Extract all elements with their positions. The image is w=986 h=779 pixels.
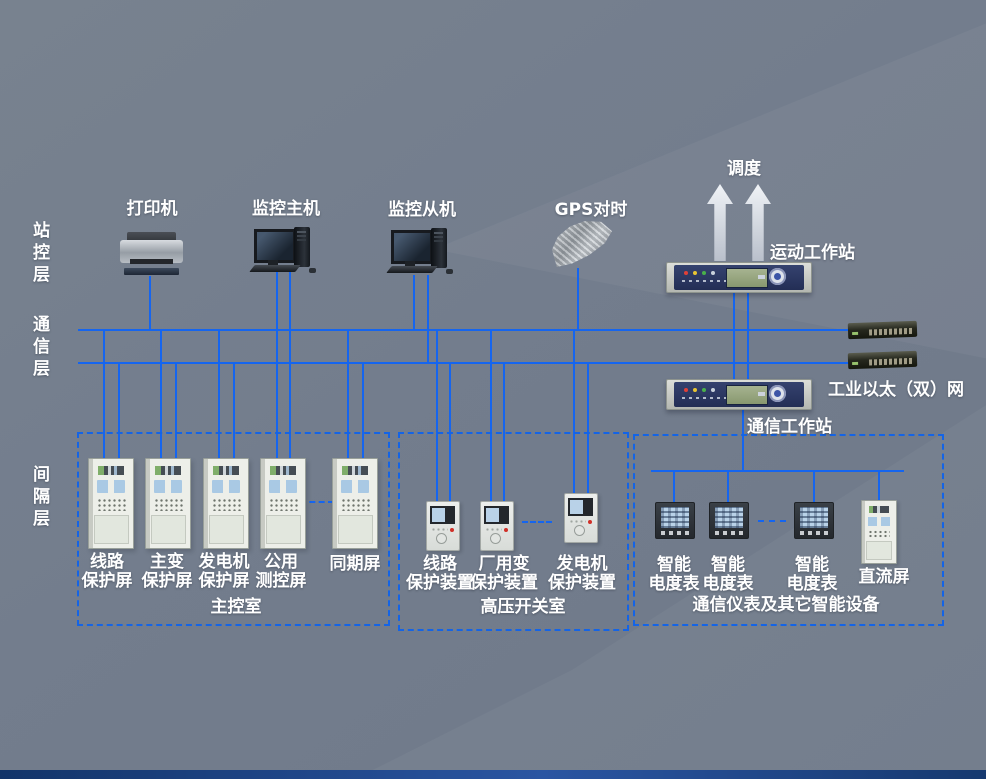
network-line — [103, 331, 105, 458]
network-line — [427, 275, 429, 364]
meter-label: 智能电度表 — [702, 555, 754, 594]
network-line — [233, 364, 235, 458]
up-arrow-icon — [707, 184, 733, 261]
scada-standby-label: 监控从机 — [388, 200, 456, 220]
meter-bus — [651, 470, 904, 472]
network-line — [733, 291, 735, 381]
network-line — [742, 409, 744, 471]
room-caption-hv-switch: 高压开关室 — [480, 597, 566, 617]
cabinet-label: 发电机保护屏 — [198, 552, 250, 591]
room-box-hv-switch — [398, 432, 629, 631]
network-line — [276, 271, 278, 364]
dispatch-label: 调度 — [727, 159, 761, 179]
relay-label: 线路保护装置 — [406, 554, 474, 593]
protection-relay-icon — [426, 501, 460, 551]
protection-cabinet-icon — [203, 458, 249, 549]
industrial-ethernet-label: 工业以太（双）网 — [828, 380, 964, 400]
network-line — [362, 364, 364, 458]
protection-relay-icon — [480, 501, 514, 551]
network-line — [436, 331, 438, 502]
network-line — [175, 364, 177, 458]
comm-workstation-icon — [666, 379, 812, 410]
room-caption-smart-devices: 通信仪表及其它智能设备 — [692, 595, 880, 615]
smart-meter-icon — [655, 502, 695, 539]
network-line — [878, 471, 880, 501]
room-box-smart-devices — [633, 434, 944, 626]
ethernet-bus-b — [78, 362, 852, 364]
dashed-connector — [758, 520, 786, 522]
network-line — [218, 331, 220, 458]
desktop-computer-icon — [386, 228, 455, 276]
ethernet-switch-icon — [847, 350, 918, 370]
network-line — [413, 275, 415, 331]
dashed-connector — [522, 521, 552, 523]
ethernet-switch-icon — [847, 320, 918, 340]
up-arrow-icon — [745, 184, 771, 261]
protection-cabinet-icon — [332, 458, 378, 549]
network-line — [577, 268, 579, 331]
telecontrol-station-label: 运动工作站 — [770, 243, 855, 263]
meter-label: 智能电度表 — [786, 555, 838, 594]
network-line — [347, 331, 349, 458]
printer-label: 打印机 — [126, 199, 178, 219]
relay-label: 厂用变保护装置 — [470, 554, 538, 593]
network-line — [160, 331, 162, 458]
network-line — [673, 471, 675, 503]
layer-label-bay: 间隔层 — [29, 465, 49, 531]
comm-station-label: 通信工作站 — [747, 417, 832, 437]
network-line — [747, 291, 749, 381]
protection-cabinet-icon — [260, 458, 306, 549]
smart-meter-icon — [709, 502, 749, 539]
meter-label: 智能电度表 — [648, 555, 700, 594]
dashed-connector — [300, 501, 334, 503]
protection-cabinet-icon — [88, 458, 134, 549]
relay-label: 发电机保护装置 — [548, 554, 616, 593]
network-line — [149, 276, 151, 331]
smart-meter-icon — [794, 502, 834, 539]
cabinet-label: 线路保护屏 — [81, 552, 133, 591]
desktop-computer-icon — [249, 227, 318, 275]
network-line — [289, 331, 291, 458]
telecontrol-workstation-icon — [666, 262, 812, 293]
network-line — [276, 364, 278, 458]
network-line — [118, 364, 120, 458]
gps-label: GPS对时 — [554, 200, 628, 220]
layer-label-station: 站控层 — [29, 221, 49, 287]
satellite-dish-icon — [552, 221, 612, 267]
room-caption-main-control: 主控室 — [210, 597, 262, 617]
network-line — [289, 271, 291, 331]
scada-host-label: 监控主机 — [252, 199, 320, 219]
cabinet-label: 同期屏 — [329, 554, 381, 574]
network-line — [587, 364, 589, 494]
cabinet-label: 主变保护屏 — [141, 552, 193, 591]
dc-screen-cabinet-icon — [861, 500, 897, 564]
cabinet-label: 公用测控屏 — [255, 552, 307, 591]
network-line — [490, 331, 492, 502]
network-line — [813, 471, 815, 503]
bottom-bar — [0, 770, 986, 779]
ethernet-bus-a — [78, 329, 852, 331]
network-line — [573, 331, 575, 494]
protection-relay-icon — [564, 493, 598, 543]
network-line — [727, 471, 729, 503]
printer-icon — [120, 232, 183, 275]
room-box-main-control — [77, 432, 390, 626]
layer-label-communication: 通信层 — [29, 315, 49, 381]
dc-screen-label: 直流屏 — [858, 567, 910, 587]
protection-cabinet-icon — [145, 458, 191, 549]
